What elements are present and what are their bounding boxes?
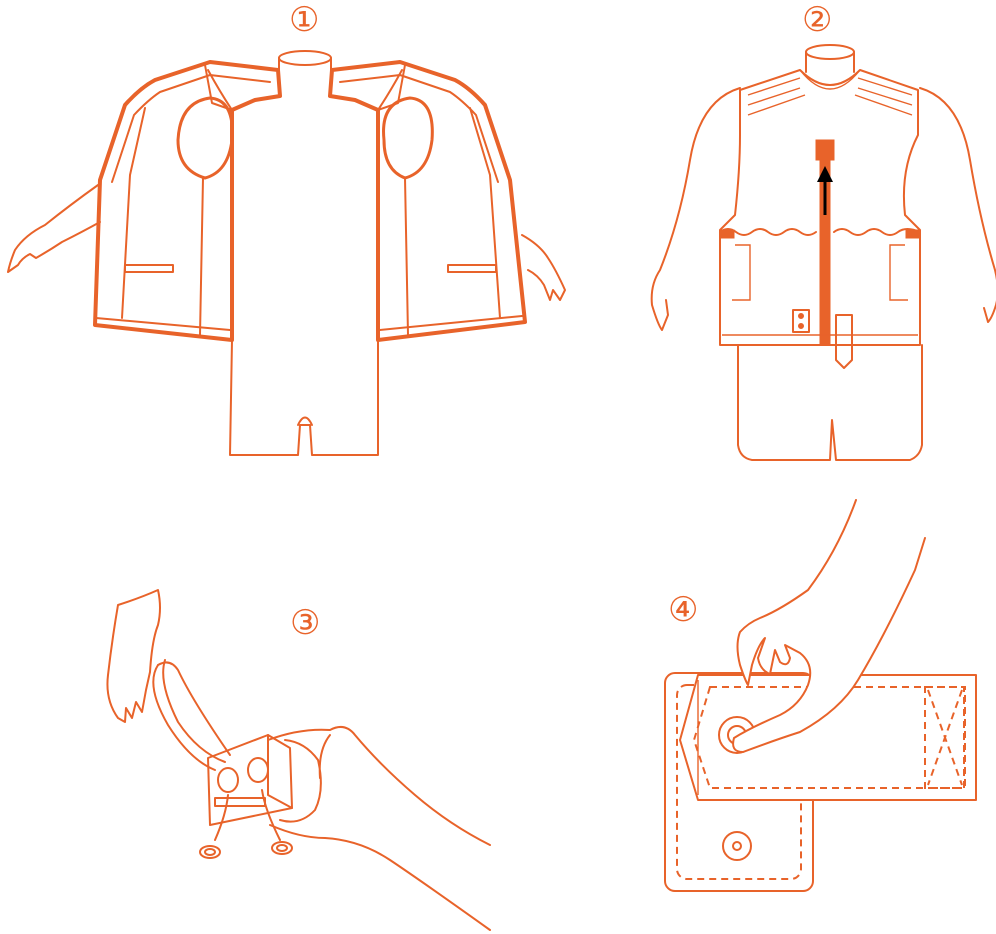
step-4-panel: ④ (640, 490, 996, 934)
left-hand-icon (8, 185, 100, 272)
step-3-panel: ③ (0, 490, 500, 934)
cord-buckle-icon (208, 735, 292, 840)
hanging-hand-icon (107, 590, 160, 722)
right-hand-icon (522, 235, 565, 300)
step-3-illustration (0, 490, 500, 934)
vest-right-half-icon (330, 62, 525, 340)
step-1-panel: ① (0, 0, 560, 470)
step-4-illustration (640, 490, 996, 934)
step-1-illustration (0, 0, 560, 470)
zipped-vest-icon (720, 70, 920, 368)
left-arm-icon (652, 88, 740, 330)
gripping-hand-icon (268, 727, 490, 930)
right-arm-icon (920, 88, 996, 322)
vest-left-half-icon (95, 62, 280, 340)
step-2-illustration (600, 0, 996, 470)
step-2-panel: ② (600, 0, 996, 470)
mannequin-body-icon (230, 51, 378, 455)
